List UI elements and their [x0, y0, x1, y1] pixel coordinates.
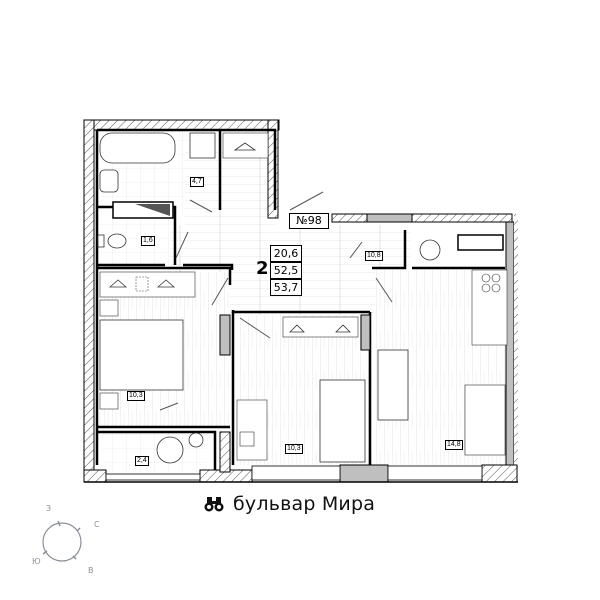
total-area: 52,5: [270, 262, 302, 279]
room-area-kitchen: 14,8: [445, 440, 463, 450]
compass: З С Ю В: [28, 502, 108, 582]
room-area-bedroom-center: 10,3: [285, 444, 303, 454]
room-area-hallway: 10,8: [365, 251, 383, 261]
room-area-bedroom-left: 10,3: [127, 391, 145, 401]
apartment-number: №98: [289, 213, 329, 229]
street-label: бульвар Мира: [203, 490, 375, 518]
binoculars-icon: [204, 497, 224, 512]
room-area-toilet: 1,6: [141, 236, 155, 246]
street-name: бульвар Мира: [233, 493, 376, 515]
compass-east: В: [88, 566, 94, 575]
total-area-with-balcony: 53,7: [270, 279, 302, 296]
room-area-balcony: 2,4: [135, 456, 149, 466]
compass-south: Ю: [32, 557, 41, 566]
rooms-count: 2: [256, 258, 269, 279]
compass-ring-icon: [42, 520, 82, 562]
compass-west: З: [46, 504, 52, 513]
room-area-bathroom: 4,7: [190, 177, 204, 187]
compass-north: С: [94, 520, 100, 529]
living-area: 20,6: [270, 245, 302, 262]
